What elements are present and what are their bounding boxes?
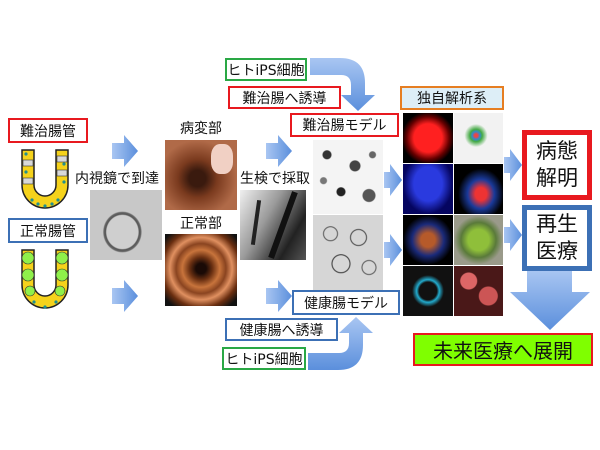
analysis-image-grid <box>403 113 503 316</box>
healthy-organoid-photo <box>313 215 383 290</box>
pathology-line-2: 解明 <box>536 166 578 190</box>
arrow-right-icon <box>384 164 402 196</box>
analysis-image-blue-stain <box>403 164 453 214</box>
biopsy-label: 生検で採取 <box>240 171 310 187</box>
normal-colon-photo <box>165 234 237 306</box>
diseased-organoid-photo <box>313 140 383 214</box>
endoscope-reach-label: 内視鏡で到達 <box>75 171 159 187</box>
arrow-right-icon <box>112 280 138 312</box>
regen-line-1: 再生 <box>536 211 578 236</box>
normal-tube-label: 正常腸管 <box>8 218 88 243</box>
arrow-right-icon <box>266 135 292 167</box>
induce-healthy-label: 健康腸へ誘導 <box>225 318 338 341</box>
induce-diseased-label: 難治腸へ誘導 <box>228 86 341 109</box>
forceps-shaft <box>250 199 262 246</box>
arrow-right-icon <box>266 280 292 312</box>
diseased-intestine-diagram <box>21 149 69 209</box>
ips-cells-top-label: ヒトiPS細胞 <box>225 58 307 81</box>
arrow-right-icon <box>504 149 522 181</box>
normal-part-label: 正常部 <box>180 216 222 232</box>
big-arrow-down-icon <box>510 270 590 330</box>
curved-arrow-up-icon <box>308 317 373 370</box>
arrow-right-icon <box>112 135 138 167</box>
future-medicine-box: 未来医療へ展開 <box>413 333 593 366</box>
analysis-image-villi <box>453 164 503 214</box>
analysis-image-crypt <box>403 215 453 265</box>
diseased-tube-label: 難治腸管 <box>8 118 88 143</box>
analysis-image-red-cells <box>453 266 503 316</box>
biopsy-forceps-photo <box>240 190 306 260</box>
healthy-model-label: 健康腸モデル <box>292 290 400 315</box>
lesion-photo <box>165 140 237 210</box>
diseased-model-label: 難治腸モデル <box>290 113 399 137</box>
curved-arrow-down-icon <box>310 58 375 111</box>
endoscope-tube <box>268 191 298 259</box>
lesion-area <box>211 144 233 174</box>
ips-cells-bottom-label: ヒトiPS細胞 <box>222 347 306 370</box>
endoscope-photo <box>90 190 162 260</box>
regen-line-2: 医療 <box>536 239 578 263</box>
lesion-label: 病変部 <box>180 121 222 137</box>
analysis-system-label: 独自解析系 <box>400 86 504 110</box>
analysis-image-cyan-ring <box>403 266 453 316</box>
regenerative-medicine-box: 再生 医療 <box>522 205 592 271</box>
arrow-right-icon <box>504 219 522 251</box>
pathology-elucidation-box: 病態 解明 <box>522 130 592 200</box>
analysis-image-red-organoid <box>403 113 453 163</box>
normal-intestine-diagram <box>21 249 69 309</box>
arrow-right-icon <box>384 234 402 266</box>
analysis-image-3d-plot <box>453 113 503 163</box>
pathology-line-1: 病態 <box>536 138 578 163</box>
analysis-image-green-organoid <box>453 215 503 265</box>
